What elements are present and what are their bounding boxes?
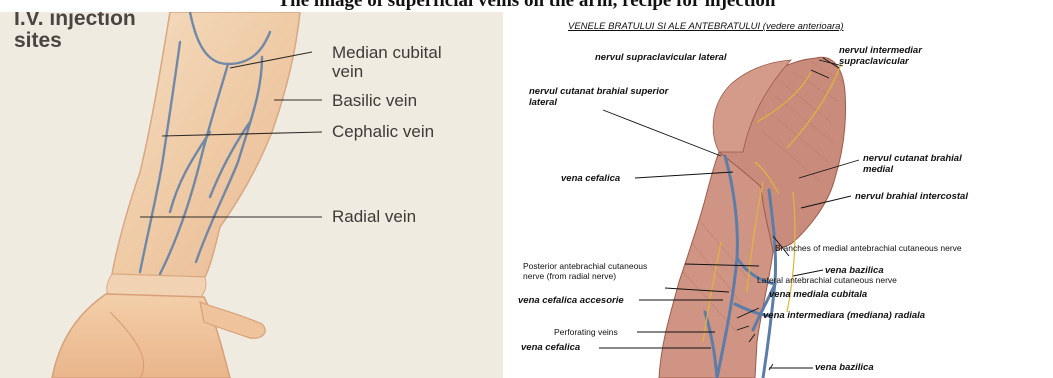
iv-injection-sites-panel: I.V. injection sites Median cubital vein… xyxy=(0,12,503,378)
label-intermediar-line2: supraclavicular xyxy=(839,56,922,67)
label-posterior-line2: nerve (from radial nerve) xyxy=(523,271,647,281)
title-line-1: I.V. injection xyxy=(14,12,136,30)
label-brahial-intercostal: nervul brahial intercostal xyxy=(855,191,968,202)
label-cutanat-medial-line1: nervul cutanat brahial xyxy=(863,153,962,164)
title-line-2: sites xyxy=(14,30,136,52)
label-vena-cefalica-upper: vena cefalica xyxy=(561,173,620,184)
label-cutanat-sup-line1: nervul cutanat brahial superior xyxy=(529,86,668,97)
label-perforating-veins: Perforating veins xyxy=(554,327,618,337)
label-cutanat-sup-line2: lateral xyxy=(529,97,668,108)
label-vena-mediala-cubitala: vena mediala cubitala xyxy=(769,289,867,300)
label-median-cubital-line2: vein xyxy=(332,62,442,81)
label-intermediar-supraclavicular: nervul intermediar supraclavicular xyxy=(839,45,922,67)
panel-title: I.V. injection sites xyxy=(14,12,136,52)
label-cutanat-brahial-medial: nervul cutanat brahial medial xyxy=(863,153,962,175)
label-posterior-antebrachial: Posterior antebrachial cutaneous nerve (… xyxy=(523,261,647,281)
label-vena-cefalica-lower: vena cefalica xyxy=(521,342,580,353)
figure-caption: The image of superficial veins on the ar… xyxy=(0,0,1053,12)
anatomy-title: VENELE BRATULUI SI ALE ANTEBRATULUI (ved… xyxy=(568,21,844,32)
label-cutanat-medial-line2: medial xyxy=(863,164,962,175)
anatomy-illustration xyxy=(511,12,1053,378)
label-intermediar-line1: nervul intermediar xyxy=(839,45,922,56)
label-median-cubital-vein: Median cubital vein xyxy=(332,43,442,81)
label-lateral-antebrachial: Lateral antebrachial cutaneous nerve xyxy=(757,275,897,285)
label-radial-vein: Radial vein xyxy=(332,207,416,226)
label-vena-bazilica-lower: vena bazilica xyxy=(815,362,874,373)
label-branches-medial-antebrachial: Branches of medial antebrachial cutaneou… xyxy=(775,243,962,253)
label-basilic-vein: Basilic vein xyxy=(332,91,417,110)
label-supraclavicular-lateral: nervul supraclavicular lateral xyxy=(595,52,726,63)
label-cephalic-vein: Cephalic vein xyxy=(332,122,434,141)
label-vena-cefalica-accesorie: vena cefalica accesorie xyxy=(518,295,624,306)
label-vena-intermediara-radiala: vena intermediara (mediana) radiala xyxy=(763,310,925,321)
panel-divider xyxy=(503,12,511,378)
label-posterior-line1: Posterior antebrachial cutaneous xyxy=(523,261,647,271)
arm-veins-anatomy-panel: VENELE BRATULUI SI ALE ANTEBRATULUI (ved… xyxy=(511,12,1053,378)
label-cutanat-brahial-superior: nervul cutanat brahial superior lateral xyxy=(529,86,668,108)
label-median-cubital-line1: Median cubital xyxy=(332,43,442,62)
